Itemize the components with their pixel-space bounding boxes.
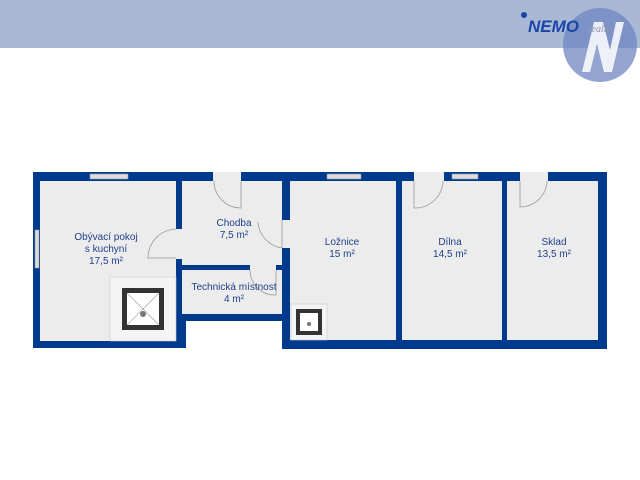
room-storage: Sklad 13,5 m² [537,237,572,260]
room-area: 14,5 m² [433,249,468,260]
room-area: 17,5 m² [89,256,124,267]
room-workshop: Dílna 14,5 m² [433,237,468,260]
room-name: Ložnice [325,237,360,248]
room-living-kitchen: Obývací pokoj s kuchyní 17,5 m² [74,232,137,267]
room-name: Dílna [438,237,462,248]
room-area: 13,5 m² [537,249,572,260]
svg-text:reality: reality [588,24,614,35]
room-name: s kuchyní [85,244,127,255]
room-name: Chodba [216,218,251,229]
svg-text:NEMO: NEMO [528,17,579,36]
room-name: Technická místnost [191,282,276,293]
nemo-logo: NEMO reality [521,8,637,82]
room-technical: Technická místnost 4 m² [191,282,276,305]
room-area: 15 m² [329,249,355,260]
room-bedroom: Ložnice 15 m² [325,237,360,260]
room-area: 7,5 m² [220,230,249,241]
header-band [0,0,640,48]
room-hallway: Chodba 7,5 m² [216,218,251,241]
room-area: 4 m² [224,294,245,305]
room-name: Sklad [541,237,566,248]
stove-icon [290,303,328,341]
doors [147,172,548,296]
room-name: Obývací pokoj [74,232,137,243]
windows [34,173,479,269]
stove-icon [109,276,177,342]
